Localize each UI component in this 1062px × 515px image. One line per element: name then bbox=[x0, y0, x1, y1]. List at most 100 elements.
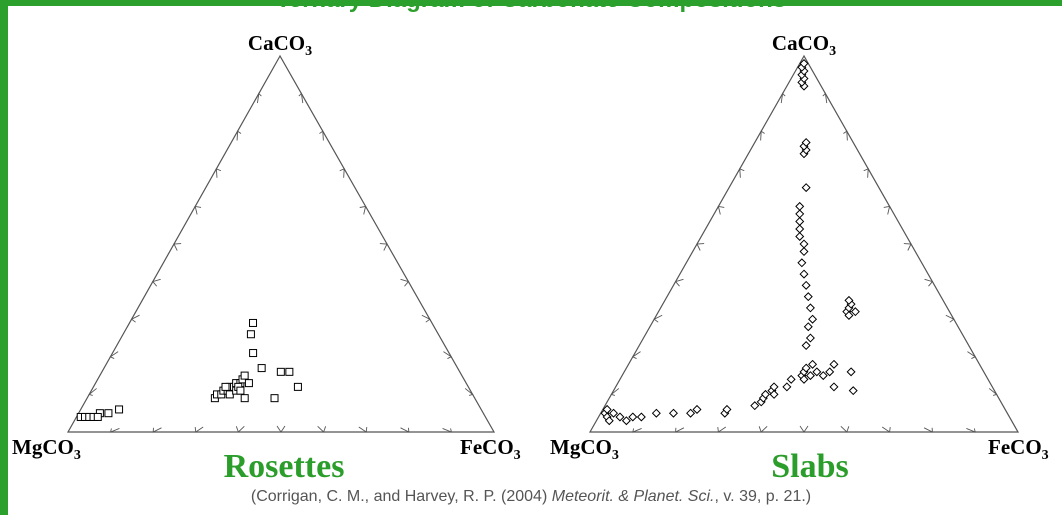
rosettes-data-point bbox=[240, 394, 249, 403]
slabs-data-point bbox=[621, 416, 631, 426]
slabs-tick-mark bbox=[717, 205, 725, 215]
slabs-data-point bbox=[801, 183, 811, 193]
rosettes-tick-mark bbox=[317, 425, 327, 433]
slabs-tick-mark bbox=[631, 351, 641, 359]
slabs-panel: CaCO3 MgCO3 FeCO3 Slabs bbox=[550, 31, 1049, 485]
slabs-tick-mark bbox=[653, 314, 663, 323]
slabs-tick-mark bbox=[696, 243, 705, 251]
slabs-tick-mark bbox=[822, 92, 828, 104]
rosettes-tick-mark bbox=[194, 205, 202, 215]
slabs-data-point bbox=[786, 374, 796, 384]
slabs-tick-mark bbox=[966, 428, 976, 433]
rosettes-right-vertex-label: FeCO3 bbox=[460, 435, 521, 463]
rosettes-data-point bbox=[93, 412, 102, 421]
rosettes-data-point bbox=[244, 379, 253, 388]
slabs-data-point bbox=[628, 412, 638, 422]
slabs-data-point bbox=[803, 292, 813, 302]
slabs-data-point bbox=[801, 137, 811, 147]
rosettes-tick-mark bbox=[109, 428, 120, 433]
slabs-tick-mark bbox=[799, 425, 809, 433]
slabs-data-point bbox=[722, 404, 732, 414]
slabs-tick-mark bbox=[843, 130, 848, 141]
slabs-data-point bbox=[760, 389, 770, 399]
slabs-tick-mark bbox=[840, 425, 850, 433]
slabs-tick-mark bbox=[632, 428, 642, 433]
rosettes-data-point bbox=[236, 386, 245, 395]
citation: (Corrigan, C. M., and Harvey, R. P. (200… bbox=[0, 488, 1062, 506]
slabs-data-point bbox=[801, 341, 811, 351]
slabs-tick-mark bbox=[988, 388, 998, 396]
rosettes-tick-mark bbox=[130, 314, 140, 323]
slabs-data-point bbox=[615, 412, 625, 422]
slabs-data-point bbox=[808, 314, 818, 324]
slabs-data-point bbox=[850, 307, 860, 317]
rosettes-tick-mark bbox=[257, 92, 262, 104]
rosettes-tick-mark bbox=[379, 243, 388, 251]
slabs-data-point bbox=[750, 401, 760, 411]
slabs-data-point bbox=[805, 333, 815, 343]
slabs-data-point bbox=[651, 408, 661, 418]
slabs-data-point bbox=[812, 367, 822, 377]
slabs-data-point bbox=[795, 201, 805, 211]
slabs-tick-mark bbox=[967, 351, 977, 359]
rosettes-tick-mark bbox=[421, 314, 431, 323]
slabs-data-point bbox=[805, 371, 815, 381]
rosettes-tick-mark bbox=[109, 351, 119, 359]
slabs-data-point bbox=[848, 386, 858, 396]
slabs-tick-mark bbox=[780, 92, 786, 104]
rosettes-data-point bbox=[257, 364, 266, 373]
rosettes-data-point bbox=[293, 382, 302, 391]
slabs-data-point bbox=[602, 404, 612, 414]
slabs-data-point bbox=[769, 389, 779, 399]
slabs-tick-mark bbox=[883, 205, 891, 215]
slabs-data-point bbox=[801, 280, 811, 290]
slabs-data-point bbox=[636, 412, 646, 422]
slabs-top-vertex-label: CaCO3 bbox=[772, 31, 836, 59]
rosettes-data-point bbox=[240, 371, 249, 380]
slabs-tick-mark bbox=[610, 388, 620, 396]
slabs-data-point bbox=[692, 404, 702, 414]
slabs-tick-mark bbox=[674, 278, 684, 287]
rosettes-data-point bbox=[249, 318, 258, 327]
slabs-tick-mark bbox=[863, 168, 869, 178]
citation-authors: (Corrigan, C. M., and Harvey, R. P. (200… bbox=[250, 488, 552, 505]
slabs-data-point bbox=[844, 295, 854, 305]
citation-volume: , v. 39, p. 21.) bbox=[714, 488, 812, 505]
slabs-tick-mark bbox=[675, 427, 685, 433]
rosettes-tick-mark bbox=[339, 168, 345, 178]
rosettes-tick-mark bbox=[400, 427, 410, 433]
rosettes-data-point bbox=[270, 394, 279, 403]
figure-title: Ternary Diagram of Carbonate Composition… bbox=[0, 0, 1062, 14]
slabs-data-point bbox=[803, 322, 813, 332]
slabs-data-point bbox=[609, 408, 619, 418]
rosettes-left-vertex-label: MgCO3 bbox=[12, 435, 81, 463]
rosettes-tick-mark bbox=[152, 278, 161, 287]
slabs-data-point bbox=[668, 408, 678, 418]
slabs-tick-mark bbox=[923, 427, 933, 433]
slabs-data-point bbox=[795, 231, 805, 241]
slabs-tick-mark bbox=[717, 426, 727, 433]
slabs-data-point bbox=[805, 303, 815, 313]
rosettes-data-point bbox=[221, 382, 230, 391]
rosettes-tick-mark bbox=[443, 351, 453, 359]
slabs-data-point bbox=[799, 239, 809, 249]
rosettes-data-point bbox=[115, 405, 124, 414]
slabs-left-vertex-label: MgCO3 bbox=[550, 435, 619, 463]
slabs-right-vertex-label: FeCO3 bbox=[988, 435, 1049, 463]
slabs-data-point bbox=[686, 408, 696, 418]
rosettes-tick-mark bbox=[235, 425, 245, 433]
slabs-tick-mark bbox=[758, 425, 768, 433]
rosettes-tick-mark bbox=[358, 426, 368, 433]
rosettes-tick-mark bbox=[276, 425, 286, 433]
slabs-data-point bbox=[795, 209, 805, 219]
slabs-data-point bbox=[604, 416, 614, 426]
slabs-data-point bbox=[797, 258, 807, 268]
rosettes-top-vertex-label: CaCO3 bbox=[248, 31, 312, 59]
slabs-data-point bbox=[795, 224, 805, 234]
rosettes-tick-mark bbox=[319, 130, 324, 141]
slabs-data-point bbox=[844, 310, 854, 320]
slabs-title: Slabs bbox=[771, 448, 849, 485]
rosettes-tick-mark bbox=[173, 243, 182, 251]
